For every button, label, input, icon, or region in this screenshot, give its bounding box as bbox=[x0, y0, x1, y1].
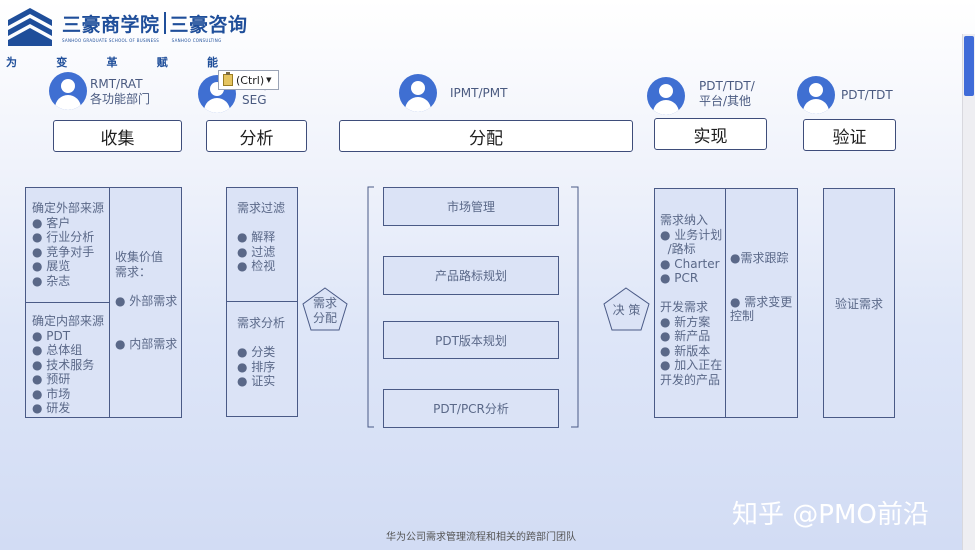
internal-sources-box: 确定内部来源 ● PDT ● 总体组 ● 技术服务 ● 预研 ● 市场 ● 研发 bbox=[25, 302, 110, 418]
collect-value-text: 收集价值 需求： ● 外部需求 ● 内部需求 bbox=[115, 250, 178, 351]
requirement-analysis-box: 需求分析 ● 分类 ● 排序 ● 证实 bbox=[226, 301, 298, 417]
stage-analyze: 分析 bbox=[206, 120, 307, 152]
person-icon bbox=[797, 76, 835, 114]
right-bracket bbox=[571, 186, 579, 428]
brand-divider bbox=[163, 12, 166, 34]
figure-caption: 华为公司需求管理流程和相关的跨部门团队 bbox=[386, 532, 576, 543]
slogan-char: 变 bbox=[56, 56, 68, 69]
implement-tracking-text: ●需求跟踪 ● 需求变更 控制 bbox=[730, 251, 793, 323]
brand-school: 三豪商学院 bbox=[62, 14, 160, 36]
chevron-down-icon: ▼ bbox=[266, 76, 272, 84]
stage-collect: 收集 bbox=[53, 120, 182, 152]
paste-shortcut-label: (Ctrl) bbox=[236, 73, 265, 87]
distribute-version-planning: PDT版本规划 bbox=[383, 321, 559, 359]
implement-intake-text: 需求纳入 ● 业务计划 /路标 ● Charter ● PCR 开发需求 ● 新… bbox=[660, 213, 723, 387]
logo-icon bbox=[8, 8, 52, 46]
pentagon-distribute-label: 需求 分配 bbox=[312, 296, 337, 325]
person-icon bbox=[399, 74, 437, 112]
brand-subtitle: SANHOO GRADUATE SCHOOL OF BUSINESS SANHO… bbox=[62, 38, 221, 43]
scrollbar-thumb[interactable] bbox=[964, 36, 974, 96]
brand-title: 三豪商学院三豪咨询 bbox=[62, 10, 248, 37]
distribute-pcr-analysis: PDT/PCR分析 bbox=[383, 389, 559, 428]
brand-school-en: SANHOO GRADUATE SCHOOL OF BUSINESS bbox=[62, 38, 160, 43]
role-collect: RMT/RAT 各功能部门 bbox=[90, 77, 151, 106]
internal-sources-text: 确定内部来源 ● PDT ● 总体组 ● 技术服务 ● 预研 ● 市场 ● 研发 bbox=[32, 314, 105, 415]
clipboard-icon bbox=[223, 72, 233, 86]
distribute-market-management: 市场管理 bbox=[383, 187, 559, 226]
role-distribute: IPMT/PMT bbox=[450, 86, 508, 100]
left-bracket bbox=[367, 186, 374, 428]
pentagon-decision-label: 决 策 bbox=[612, 303, 641, 317]
requirement-filter-text: 需求过滤 ● 解释 ● 过滤 ● 检视 bbox=[237, 201, 286, 273]
slogan-char: 革 bbox=[106, 56, 118, 69]
role-implement: PDT/TDT/ 平台/其他 bbox=[699, 79, 755, 108]
stage-implement: 实现 bbox=[654, 118, 767, 150]
external-sources-box: 确定外部来源 ● 客户 ● 行业分析 ● 竞争对手 ● 展览 ● 杂志 bbox=[25, 187, 110, 303]
requirement-analysis-text: 需求分析 ● 分类 ● 排序 ● 证实 bbox=[237, 316, 286, 388]
stage-distribute: 分配 bbox=[339, 120, 633, 152]
distribute-roadmap-planning: 产品路标规划 bbox=[383, 256, 559, 295]
paste-options-button[interactable]: (Ctrl) ▼ bbox=[218, 70, 279, 90]
role-verify: PDT/TDT bbox=[841, 88, 893, 102]
pentagon-shape bbox=[302, 287, 348, 331]
pentagon-shape bbox=[603, 287, 650, 331]
verify-requirements-box: 验证需求 bbox=[823, 188, 895, 418]
implement-tracking-box: ●需求跟踪 ● 需求变更 控制 bbox=[725, 188, 798, 418]
implement-intake-box: 需求纳入 ● 业务计划 /路标 ● Charter ● PCR 开发需求 ● 新… bbox=[654, 188, 726, 418]
slogan: 为 变 革 赋 能 bbox=[6, 54, 218, 70]
slogan-char: 赋 bbox=[156, 56, 168, 69]
vertical-scrollbar[interactable] bbox=[962, 34, 975, 550]
watermark: 知乎 @PMO前沿 bbox=[732, 500, 929, 530]
requirement-filter-box: 需求过滤 ● 解释 ● 过滤 ● 检视 bbox=[226, 187, 298, 302]
stage-verify: 验证 bbox=[803, 119, 896, 151]
person-icon bbox=[647, 77, 685, 115]
brand-consulting: 三豪咨询 bbox=[169, 14, 248, 36]
collect-value-box: 收集价值 需求： ● 外部需求 ● 内部需求 bbox=[109, 187, 182, 418]
external-sources-text: 确定外部来源 ● 客户 ● 行业分析 ● 竞争对手 ● 展览 ● 杂志 bbox=[32, 201, 105, 288]
slogan-char: 为 bbox=[6, 56, 17, 69]
person-icon bbox=[49, 72, 87, 110]
slogan-char: 能 bbox=[207, 56, 218, 69]
brand-consulting-en: SANHOO CONSULTING bbox=[171, 38, 222, 43]
